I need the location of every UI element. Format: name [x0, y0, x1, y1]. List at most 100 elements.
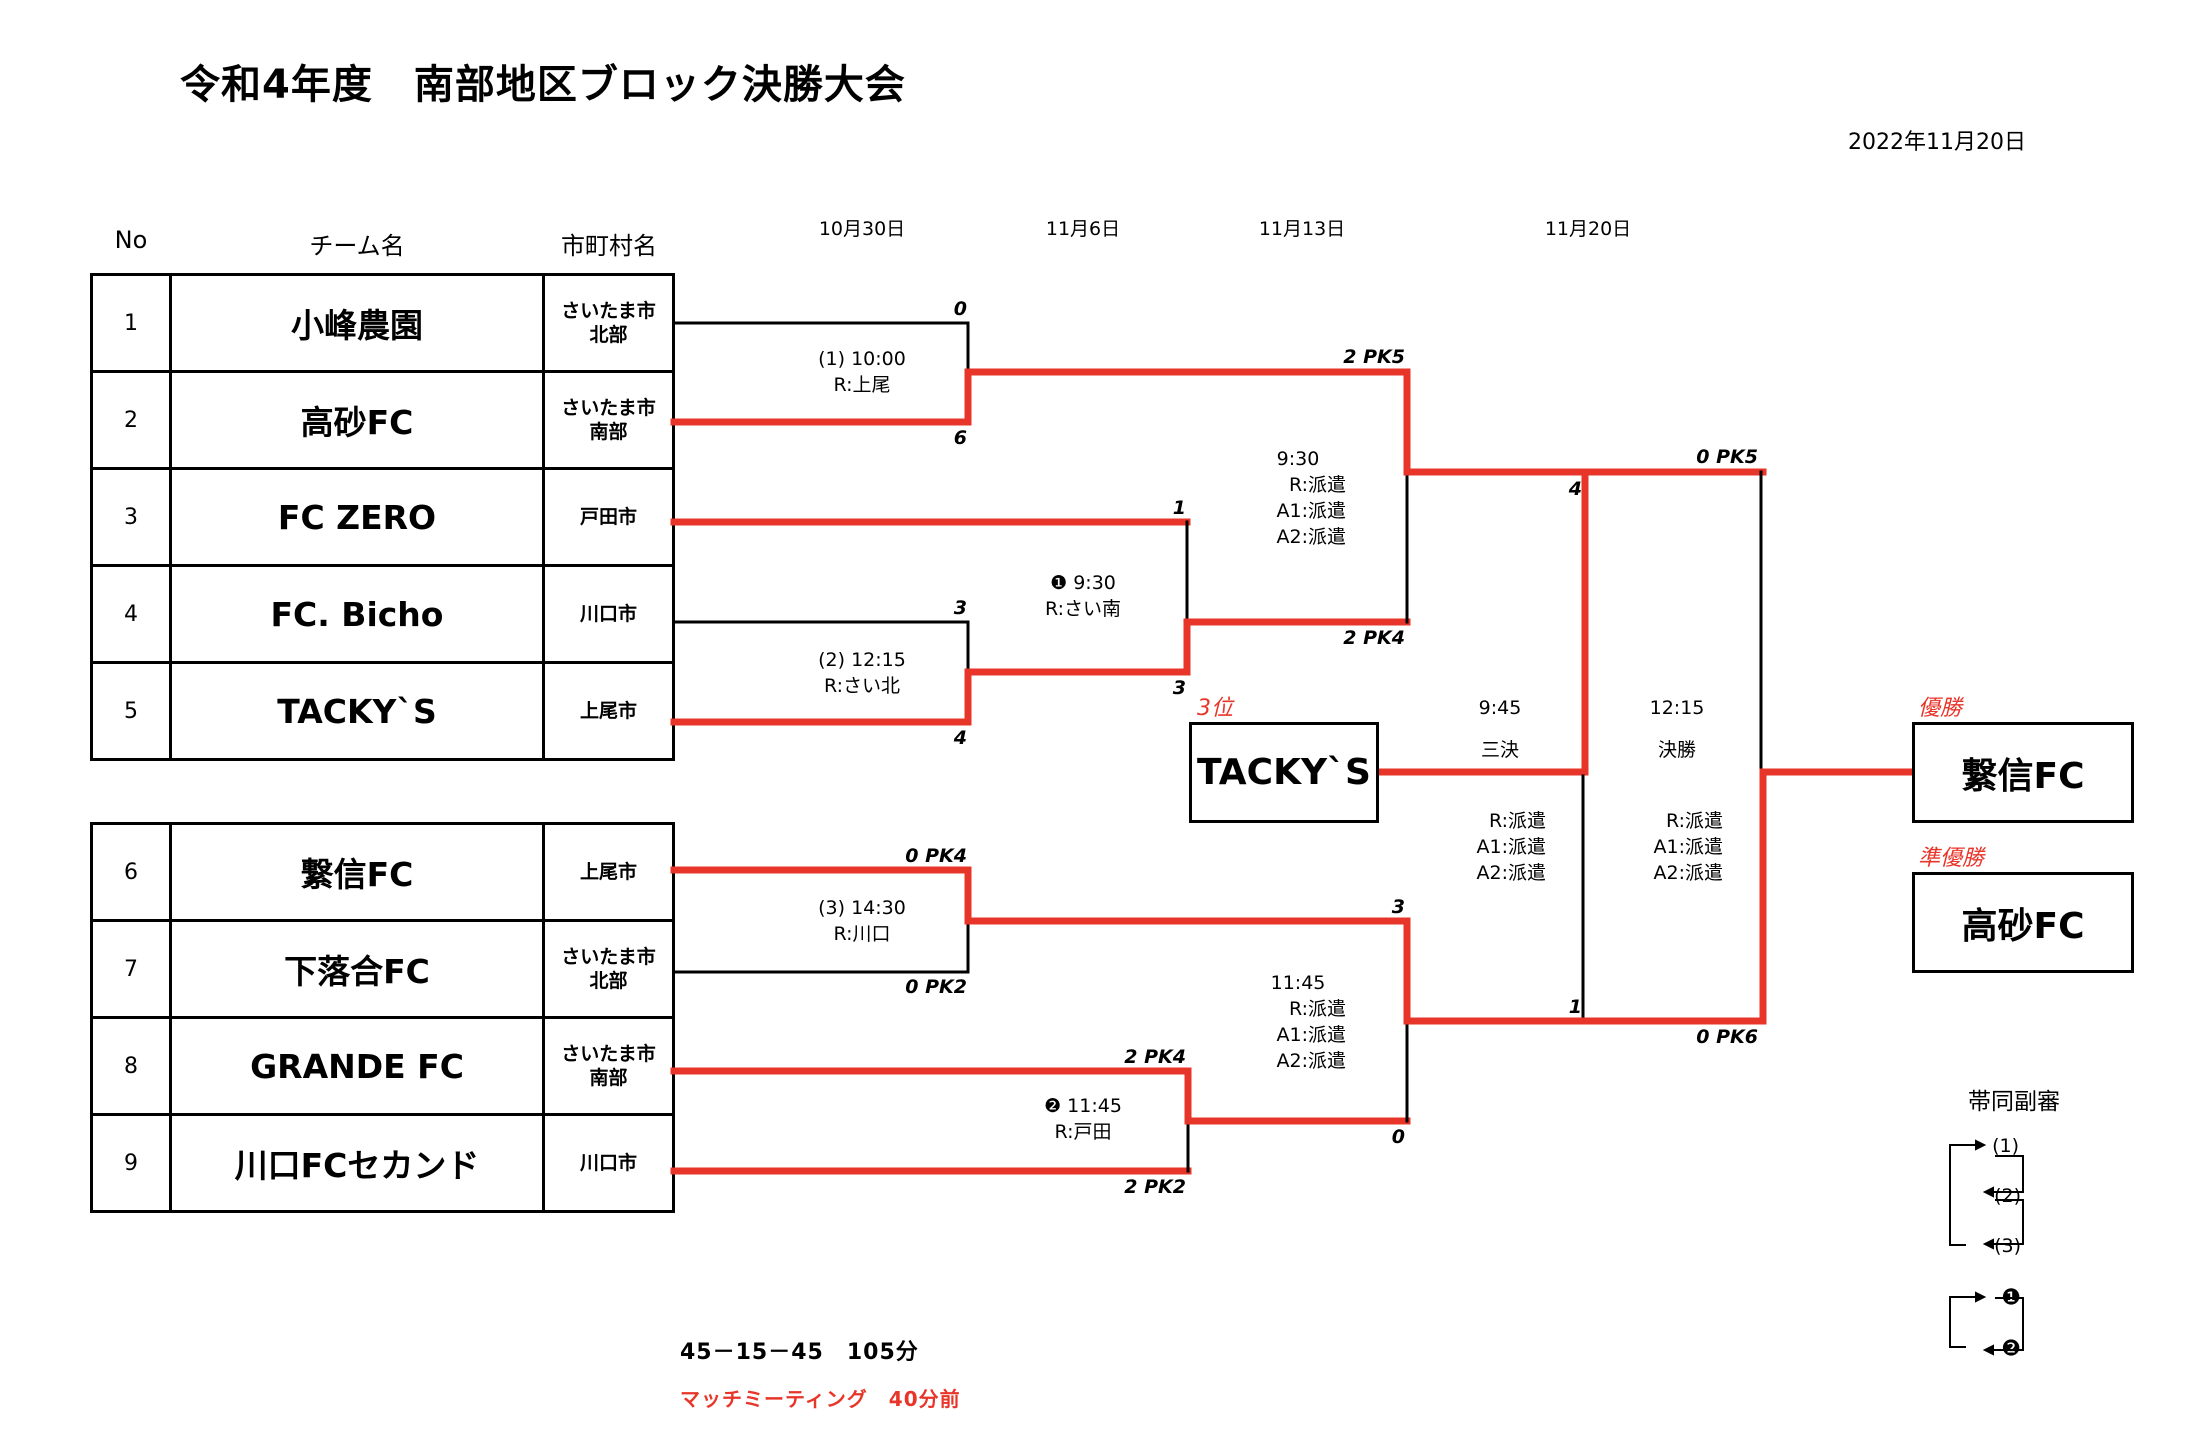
- match-referee: R:上尾: [833, 374, 891, 396]
- third-place-label: 3位: [1197, 696, 1233, 721]
- score-q1-bottom: 3: [1172, 677, 1186, 699]
- match-time: ❷ 11:45: [1044, 1095, 1122, 1117]
- team-city-line1: さいたま市: [561, 946, 656, 968]
- match-referee: R:さい北: [823, 675, 901, 697]
- score-third-top: 4: [1568, 478, 1582, 500]
- team-city: さいたま市南部: [542, 370, 675, 470]
- match-time: ❶ 9:30: [1050, 572, 1116, 594]
- match-assistant-2: A2:派遣: [1276, 1050, 1347, 1072]
- match-info-q1: ❶ 9:30 R:さい南: [1045, 570, 1121, 622]
- match-info-sf2: 11:45 R:派遣 A1:派遣 A2:派遣: [1250, 970, 1346, 1074]
- team-city: さいたま市南部: [542, 1016, 675, 1116]
- team-name: 川口FCセカンド: [169, 1113, 545, 1213]
- bracket-line-team6-winner: [670, 866, 972, 925]
- score-m3-top: 0 PK4: [905, 845, 967, 867]
- team-number: 6: [90, 822, 172, 922]
- bracket-line-final-bottom-winner: [1403, 768, 1917, 1025]
- match-referee: R:派遣: [1288, 998, 1346, 1020]
- team-city-line2: 北部: [589, 970, 628, 992]
- score-m3-bottom: 0 PK2: [905, 976, 967, 998]
- team-city-line2: 南部: [589, 421, 628, 443]
- issue-date: 2022年11月20日: [1848, 130, 2026, 155]
- bracket-line-team4: [672, 620, 970, 674]
- champion-label: 優勝: [1918, 696, 1963, 721]
- match-referee: R:川口: [833, 923, 891, 945]
- match-meeting-note: マッチミーティング 40分前: [680, 1387, 961, 1411]
- rotation-item-q2: ❷: [2001, 1336, 2021, 1362]
- match-time-third: 9:45: [1478, 697, 1522, 719]
- team-city: 川口市: [542, 564, 675, 664]
- assistant-rotation-title: 帯同副審: [1968, 1089, 2060, 1115]
- team-number: 3: [90, 467, 172, 567]
- bracket-line-team2-winner: [670, 368, 972, 426]
- round-date-3: 11月13日: [1258, 218, 1346, 240]
- match-assistant-2: A2:派遣: [1476, 862, 1547, 884]
- team-name: FC ZERO: [169, 467, 545, 567]
- team-number: 4: [90, 564, 172, 664]
- match-duration-note: 45－15－45 105分: [680, 1340, 919, 1365]
- score-final-bottom: 0 PK6: [1696, 1026, 1758, 1048]
- team-city-line1: さいたま市: [561, 1043, 656, 1065]
- match-referee: R:派遣: [1288, 474, 1346, 496]
- team-name: FC. Bicho: [169, 564, 545, 664]
- match-assistant-2: A2:派遣: [1276, 526, 1347, 548]
- team-city-line1: さいたま市: [561, 397, 656, 419]
- match-name-final: 決勝: [1657, 739, 1697, 761]
- team-city-line1: さいたま市: [561, 300, 656, 322]
- match-referee: R:派遣: [1488, 810, 1546, 832]
- team-city: さいたま市北部: [542, 273, 675, 373]
- match-time: (3) 14:30: [818, 897, 906, 919]
- team-name: 繋信FC: [169, 822, 545, 922]
- team-city: 川口市: [542, 1113, 675, 1213]
- match-time-final: 12:15: [1649, 697, 1705, 719]
- score-sf1-bottom: 2 PK4: [1343, 627, 1405, 649]
- match-info-m1: (1) 10:00 R:上尾: [818, 346, 906, 398]
- match-info-q2: ❷ 11:45 R:戸田: [1044, 1093, 1122, 1145]
- column-header-team: チーム名: [309, 232, 405, 260]
- team-name: 高砂FC: [169, 370, 545, 470]
- team-city: 戸田市: [542, 467, 675, 567]
- score-q2-top: 2 PK4: [1124, 1046, 1186, 1068]
- team-number: 5: [90, 661, 172, 761]
- bracket-line-team7: [672, 919, 970, 974]
- team-city: さいたま市北部: [542, 919, 675, 1019]
- match-referee: R:戸田: [1054, 1121, 1112, 1143]
- score-sf2-bottom: 0: [1391, 1126, 1405, 1148]
- team-name: GRANDE FC: [169, 1016, 545, 1116]
- team-number: 1: [90, 273, 172, 373]
- score-m2-top: 3: [953, 597, 967, 619]
- score-q2-bottom: 2 PK2: [1124, 1176, 1186, 1198]
- page-title: 令和4年度 南部地区ブロック決勝大会: [180, 62, 906, 108]
- rotation-item-1: (1): [1992, 1135, 2019, 1157]
- match-referee: R:派遣: [1665, 810, 1723, 832]
- team-name: 小峰農園: [169, 273, 545, 373]
- bracket-line-m3-winner: [964, 917, 1411, 1025]
- match-refs-final: R:派遣 A1:派遣 A2:派遣: [1627, 808, 1724, 886]
- score-m1-top: 0: [953, 298, 967, 320]
- column-header-city: 市町村名: [561, 232, 657, 260]
- champion-box: 繋信FC: [1912, 722, 2134, 823]
- column-header-no: No: [114, 226, 148, 254]
- bracket-line-m1-winner: [964, 368, 1411, 476]
- score-third-bottom: 1: [1568, 996, 1582, 1018]
- bracket-line-m2-winner: [964, 618, 1191, 676]
- match-time: (2) 12:15: [818, 649, 906, 671]
- score-q1-top: 1: [1172, 497, 1186, 519]
- round-date-4: 11月20日: [1544, 218, 1632, 240]
- match-assistant-1: A1:派遣: [1276, 500, 1347, 522]
- match-name-third: 三決: [1480, 739, 1520, 761]
- team-name: TACKY`S: [169, 661, 545, 761]
- score-final-top: 0 PK5: [1696, 446, 1758, 468]
- team-number: 9: [90, 1113, 172, 1213]
- round-date-2: 11月6日: [1045, 218, 1121, 240]
- team-number: 2: [90, 370, 172, 470]
